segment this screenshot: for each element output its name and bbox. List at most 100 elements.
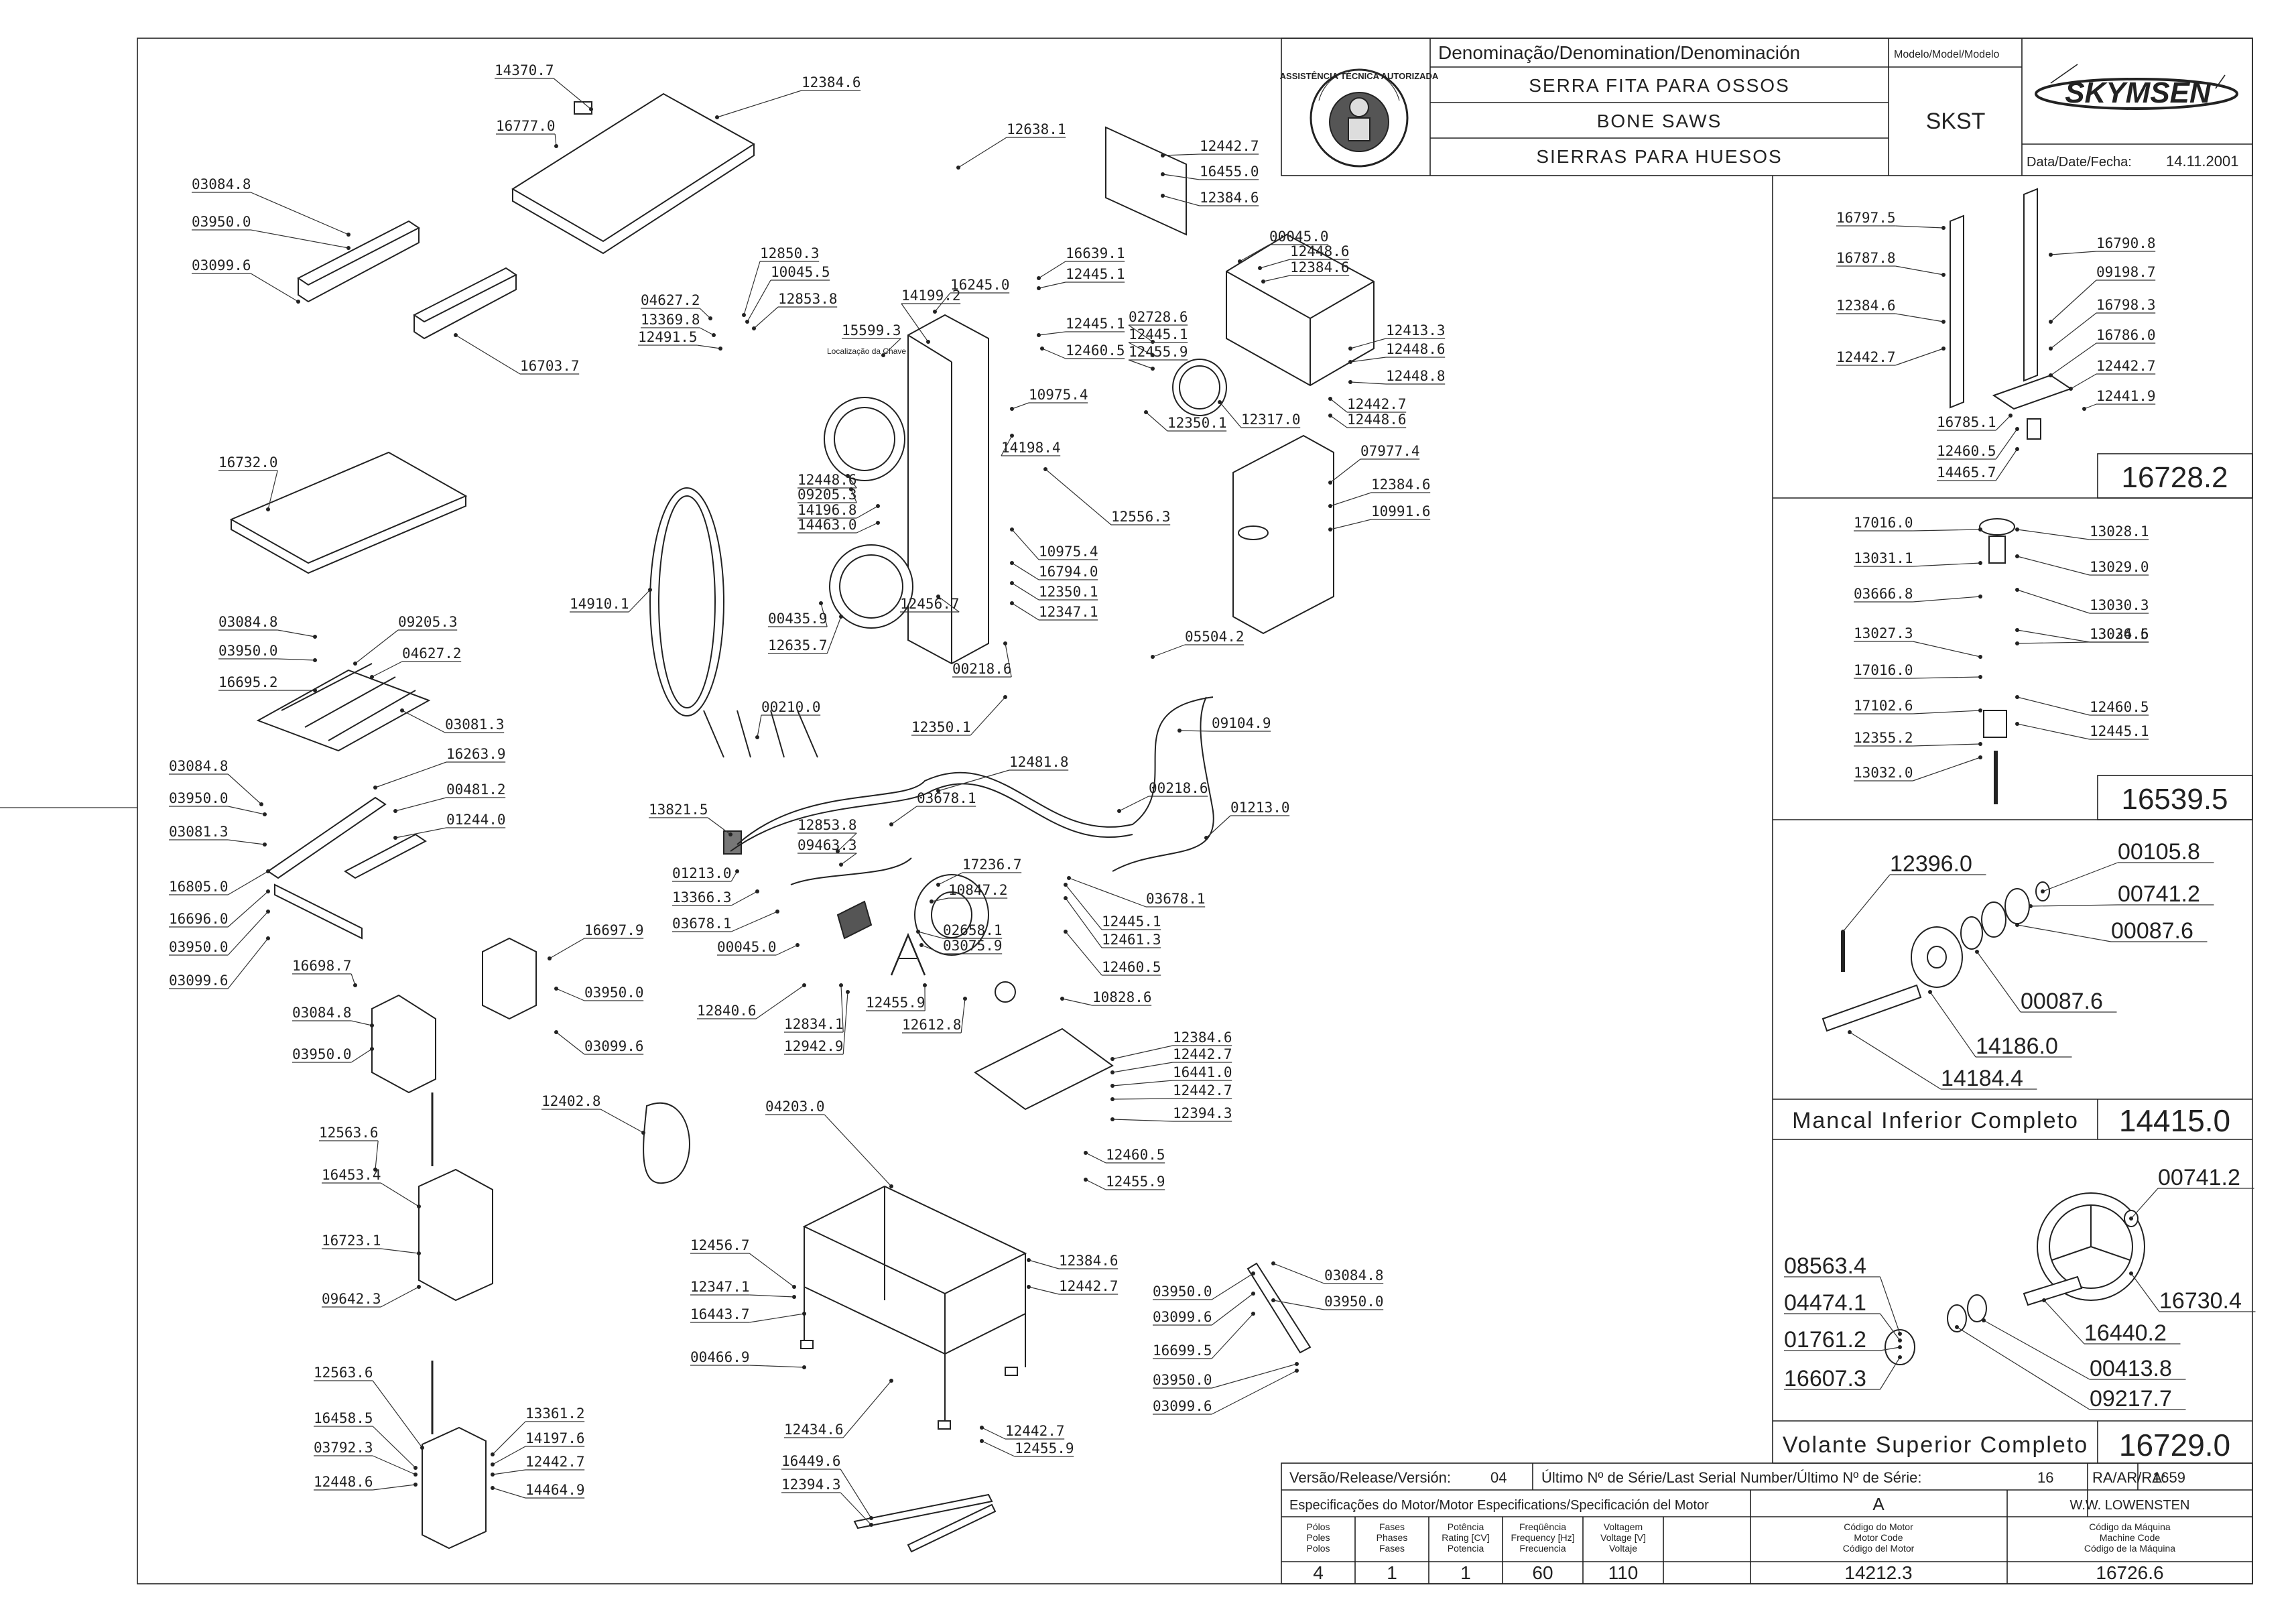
leader-line [1038,261,1066,279]
leader-line [699,308,711,319]
leader-dot [745,320,749,324]
part-number-label: 12455.9 [1106,1174,1165,1190]
leader-line [1206,815,1231,838]
leader-line [1929,991,1976,1058]
leader-line [1895,348,1944,366]
part-number-label: 16245.0 [950,277,1010,293]
part-number-label: 12441.9 [2096,388,2156,404]
part-number-label: 16798.3 [2096,297,2156,313]
leader-dot [2015,447,2019,451]
part-number-label: 12460.5 [1066,342,1125,359]
leader-dot [1151,655,1155,659]
leader-dot [936,883,940,887]
leader-line [1956,1326,2090,1410]
leader-dot [1328,397,1332,401]
leader-line [716,90,802,118]
leader-dot [2015,427,2019,431]
leader-dot [554,1030,558,1034]
leader-line [1145,412,1168,432]
leader-line [251,229,349,249]
leader-dot [2015,923,2019,927]
leader-line [1011,562,1039,580]
leader-dot [963,997,967,1001]
part-number-label: 16440.2 [2084,1320,2167,1346]
spec-column-header: Potencia [1448,1543,1484,1554]
leader-line [757,714,762,738]
part-number-label: 00105.8 [2118,839,2200,865]
leader-line [1976,951,2021,1013]
spec-column-header: Freqüência [1519,1521,1566,1532]
leader-dot [2129,1271,2133,1275]
leader-dot [1064,930,1068,934]
leader-line [395,797,447,812]
part-number-label: 12448.6 [314,1474,373,1490]
leader-line [1330,519,1372,530]
leader-line [1068,877,1147,908]
leader-dot [263,842,267,847]
spec-column-header: Motor Code [1854,1532,1903,1543]
leader-line [267,470,278,510]
part-number-label: 03099.6 [192,257,251,273]
part-number-label: 13027.3 [1854,625,1913,641]
part-number-label: 12563.6 [319,1125,379,1141]
leader-dot [1941,320,1946,324]
part-number-label: 12413.3 [1386,322,1446,338]
motor-maker: W.W. LOWENSTEN [2070,1498,2190,1513]
part-number-label: 14196.8 [798,502,857,518]
part-number-label: 17016.0 [1854,662,1913,678]
leader-line [1913,529,1981,532]
part-number-label: 12456.7 [690,1237,750,1253]
leader-line [1005,643,1012,678]
leader-line [372,1380,423,1448]
leader-line [1065,884,1102,930]
leader-line [628,589,651,613]
part-number-label: 12442.7 [2096,358,2156,374]
part-number-label: 03084.8 [218,614,278,630]
leader-dot [1010,527,1014,532]
leader-dot [554,987,558,991]
part-number-label: 16786.0 [2096,327,2156,343]
spec-column-value: 60 [1532,1562,1553,1583]
leader-line [1995,448,2018,481]
svg-text:SKYMSEN: SKYMSEN [2065,76,2212,109]
part-number-label: 16695.2 [218,674,278,690]
spec-column-header: Voltage [V] [1600,1532,1646,1543]
leader-dot [849,487,853,491]
leader-line [755,985,805,1019]
leader-line [492,1446,526,1465]
leader-dot [775,910,779,914]
part-number-label: 10828.6 [1092,989,1152,1005]
leader-line [749,1365,805,1368]
part-number-label: 03950.0 [169,939,229,955]
leader-line [1011,529,1039,560]
leader-line [917,931,944,939]
part-number-label: 16732.0 [218,454,278,471]
leader-line [227,911,269,956]
leader-line [842,991,848,1055]
leader-line [1880,1347,1901,1351]
part-number-label: 12442.7 [1005,1423,1065,1439]
leader-line [1913,757,1981,782]
part-number-label: 12448.8 [1386,368,1446,384]
leader-dot [1348,380,1352,384]
part-number-label: 12350.1 [1167,415,1227,431]
part-number-label: 12455.9 [1015,1440,1074,1456]
spec-column-value: 110 [1608,1562,1639,1583]
leader-dot [491,1486,495,1490]
leader-line [1065,931,1102,976]
leader-line [856,505,879,519]
leader-dot [1003,695,1007,699]
leader-dot [936,789,940,793]
part-number-label: 12442.7 [525,1454,585,1470]
leader-dot [1978,755,1982,759]
part-number-label: 12942.9 [784,1038,844,1054]
leader-dot [2049,253,2053,257]
leader-dot [795,943,800,947]
leader-dot [1982,1318,1986,1322]
leader-dot [1941,347,1946,351]
part-number-label: 16697.9 [584,922,644,938]
part-number-label: 14184.4 [1941,1066,2023,1091]
part-number-label: 00741.2 [2118,881,2200,907]
spec-column-header: Código del Motor [1843,1543,1915,1554]
leader-dot [554,144,558,148]
